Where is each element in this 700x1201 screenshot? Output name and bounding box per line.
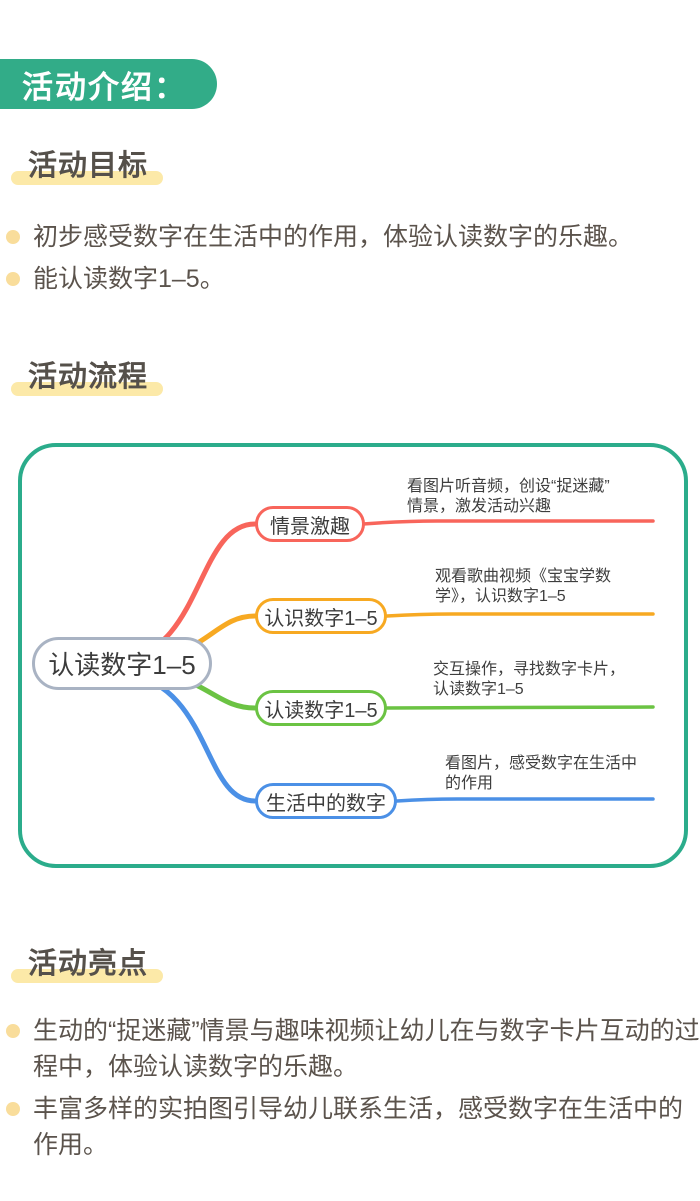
mindmap-node-scene: 情景激趣 bbox=[255, 506, 365, 542]
note-line: 观看歌曲视频《宝宝学数 bbox=[435, 568, 612, 585]
list-item: 能认读数字1–5。 bbox=[6, 261, 696, 297]
highlights-heading-text: 活动亮点 bbox=[28, 948, 149, 980]
bullet-dot-icon bbox=[6, 230, 20, 244]
note-line: 的作用 bbox=[445, 775, 494, 792]
goal-text: 能认读数字1–5。 bbox=[33, 265, 225, 293]
heading-highlight-bar bbox=[11, 171, 163, 185]
flow-heading-text: 活动流程 bbox=[28, 361, 149, 393]
goals-heading-text: 活动目标 bbox=[28, 150, 149, 182]
bullet-dot-icon bbox=[6, 1024, 20, 1038]
note-line: 情景，激发活动兴趣 bbox=[407, 498, 552, 515]
highlights-bullet-list: 生动的“捉迷藏”情景与趣味视频让幼儿在与数字卡片互动的过程中，体验认读数字的乐趣… bbox=[6, 1013, 700, 1169]
note-line: 交互操作，寻找数字卡片， bbox=[433, 661, 626, 678]
mindmap-node-numbers-in-life: 生活中的数字 bbox=[255, 783, 397, 819]
note-line: 看图片，感受数字在生活中 bbox=[445, 755, 638, 772]
flow-mindmap: 认读数字1–5 情景激趣 认识数字1–5 认读数字1–5 生活中的数字 看图片听… bbox=[18, 443, 688, 868]
flow-heading: 活动流程 bbox=[11, 361, 163, 396]
note-underline-green bbox=[385, 705, 655, 710]
section-badge: 活动介绍： bbox=[0, 59, 217, 109]
highlight-text: 生动的“捉迷藏”情景与趣味视频让幼儿在与数字卡片互动的过程中，体验认读数字的乐趣… bbox=[33, 1017, 700, 1081]
goals-bullet-list: 初步感受数字在生活中的作用，体验认读数字的乐趣。 能认读数字1–5。 bbox=[6, 219, 696, 303]
note-underline-orange bbox=[385, 612, 655, 618]
mindmap-node-read-numbers: 认读数字1–5 bbox=[255, 690, 387, 726]
mindmap-note: 看图片，感受数字在生活中 的作用 bbox=[445, 754, 637, 794]
mindmap-note: 观看歌曲视频《宝宝学数 学》，认识数字1–5 bbox=[435, 567, 611, 607]
bullet-dot-icon bbox=[6, 1102, 20, 1116]
bullet-dot-icon bbox=[6, 272, 20, 286]
mindmap-note: 看图片听音频，创设“捉迷藏” 情景，激发活动兴趣 bbox=[407, 477, 610, 517]
branch-curve-blue bbox=[119, 670, 258, 804]
highlight-text: 丰富多样的实拍图引导幼儿联系生活，感受数字在生活中的作用。 bbox=[33, 1095, 684, 1159]
goal-text: 初步感受数字在生活中的作用，体验认读数字的乐趣。 bbox=[33, 223, 634, 251]
heading-highlight-bar bbox=[11, 382, 163, 396]
mindmap-root-node: 认读数字1–5 bbox=[32, 637, 212, 690]
note-line: 学》，认识数字1–5 bbox=[435, 588, 566, 605]
highlights-heading: 活动亮点 bbox=[11, 948, 163, 983]
note-underline-blue bbox=[395, 797, 655, 803]
mindmap-note: 交互操作，寻找数字卡片， 认读数字1–5 bbox=[433, 660, 625, 700]
list-item: 丰富多样的实拍图引导幼儿联系生活，感受数字在生活中的作用。 bbox=[6, 1091, 700, 1163]
heading-highlight-bar bbox=[11, 969, 163, 983]
note-line: 看图片听音频，创设“捉迷藏” bbox=[407, 478, 610, 495]
list-item: 初步感受数字在生活中的作用，体验认读数字的乐趣。 bbox=[6, 219, 696, 255]
list-item: 生动的“捉迷藏”情景与趣味视频让幼儿在与数字卡片互动的过程中，体验认读数字的乐趣… bbox=[6, 1013, 700, 1085]
mindmap-node-know-numbers: 认识数字1–5 bbox=[255, 598, 387, 634]
note-line: 认读数字1–5 bbox=[433, 681, 524, 698]
badge-label: 活动介绍： bbox=[22, 69, 187, 105]
note-underline-red bbox=[361, 519, 655, 526]
goals-heading: 活动目标 bbox=[11, 150, 163, 185]
